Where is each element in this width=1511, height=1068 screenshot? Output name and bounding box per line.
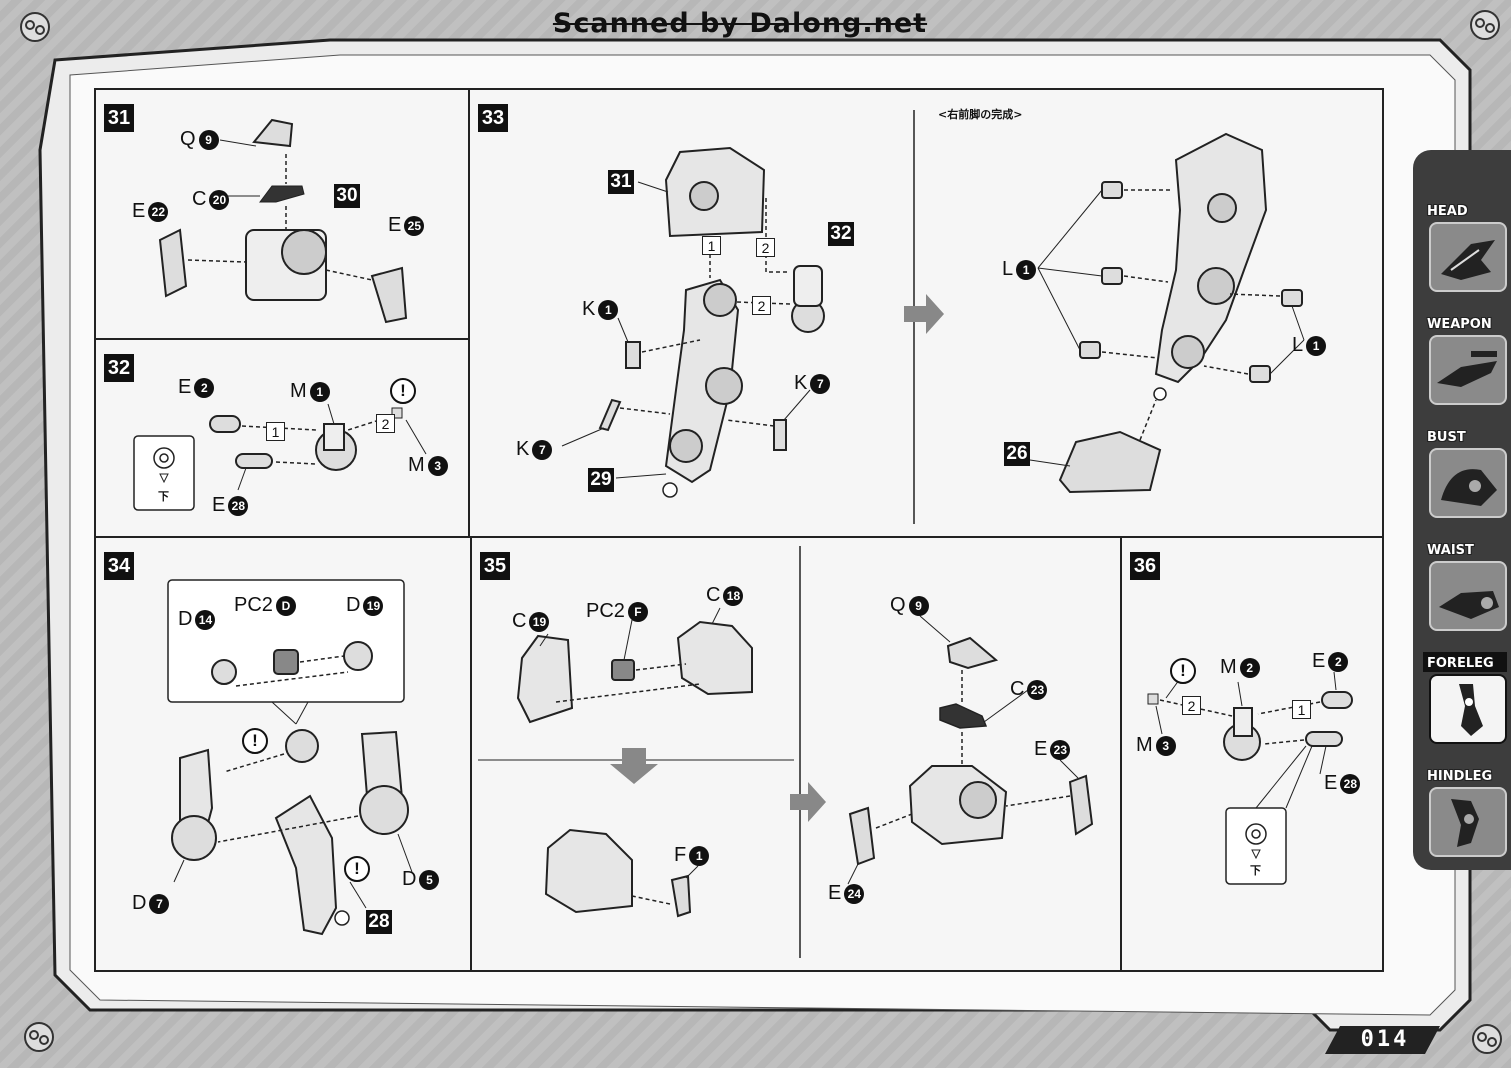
ref-step-badge: 28	[366, 910, 392, 934]
bust-section-icon	[1429, 448, 1507, 518]
ref-step-badge: 26	[1004, 442, 1030, 466]
hindleg-section-icon	[1429, 787, 1507, 857]
step-number: 36	[1130, 552, 1160, 580]
tab-label: WAIST	[1427, 543, 1474, 558]
order-marker: 2	[756, 238, 775, 257]
step-33-panel: 33	[468, 88, 1384, 538]
active-tab-highlight	[1423, 652, 1507, 672]
order-marker: 1	[266, 422, 285, 441]
order-marker: 2	[1182, 696, 1201, 715]
tab-hindleg[interactable]: HINDLEG	[1421, 763, 1509, 863]
tab-foreleg[interactable]: FORELEG	[1421, 650, 1509, 750]
caution-icon: !	[390, 378, 416, 404]
caution-icon: !	[344, 856, 370, 882]
order-marker: 1	[1292, 700, 1311, 719]
logo-emblem-icon	[18, 10, 52, 44]
step-31-diagram	[158, 118, 408, 324]
scan-credit-title: Scanned by Dalong.net	[552, 8, 928, 39]
tab-label: HEAD	[1427, 204, 1468, 219]
step-number: 34	[104, 552, 134, 580]
caution-icon: !	[1170, 658, 1196, 684]
tab-label: BUST	[1427, 430, 1466, 445]
ref-step-badge: 32	[828, 222, 854, 246]
step-number: 31	[104, 104, 134, 132]
ref-step-badge: 31	[608, 170, 634, 194]
tab-head[interactable]: HEAD	[1421, 198, 1509, 298]
step-36-diagram	[1147, 671, 1353, 885]
tab-label: FORELEG	[1427, 656, 1494, 671]
tab-bust[interactable]: BUST	[1421, 424, 1509, 524]
step-33-diagram	[561, 110, 1305, 524]
caution-icon: !	[242, 728, 268, 754]
order-marker: 2	[376, 414, 395, 433]
foreleg-section-icon	[1429, 674, 1507, 744]
logo-emblem-icon	[22, 1020, 56, 1054]
head-section-icon	[1429, 222, 1507, 292]
orientation-note: 下	[158, 491, 169, 503]
order-marker: 1	[702, 236, 721, 255]
order-marker: 2	[752, 296, 771, 315]
step-35-diagram	[478, 546, 1094, 958]
ref-step-badge: 30	[334, 184, 360, 208]
logo-emblem-icon	[1470, 1022, 1504, 1056]
logo-emblem-icon	[1468, 8, 1502, 42]
weapon-section-icon	[1429, 335, 1507, 405]
page-number: 014	[1360, 1026, 1410, 1052]
step-number: 32	[104, 354, 134, 382]
waist-section-icon	[1429, 561, 1507, 631]
ref-step-badge: 29	[588, 468, 614, 492]
orientation-note: 下	[1250, 865, 1261, 877]
tab-waist[interactable]: WAIST	[1421, 537, 1509, 637]
step-number: 35	[480, 552, 510, 580]
tab-label: HINDLEG	[1427, 769, 1493, 784]
tab-weapon[interactable]: WEAPON	[1421, 311, 1509, 411]
tab-label: WEAPON	[1427, 317, 1492, 332]
step-34-diagram	[167, 579, 413, 936]
step-32-diagram	[133, 403, 427, 511]
step-number: 33	[478, 104, 508, 132]
completion-caption: <右前脚の完成>	[938, 108, 1023, 121]
